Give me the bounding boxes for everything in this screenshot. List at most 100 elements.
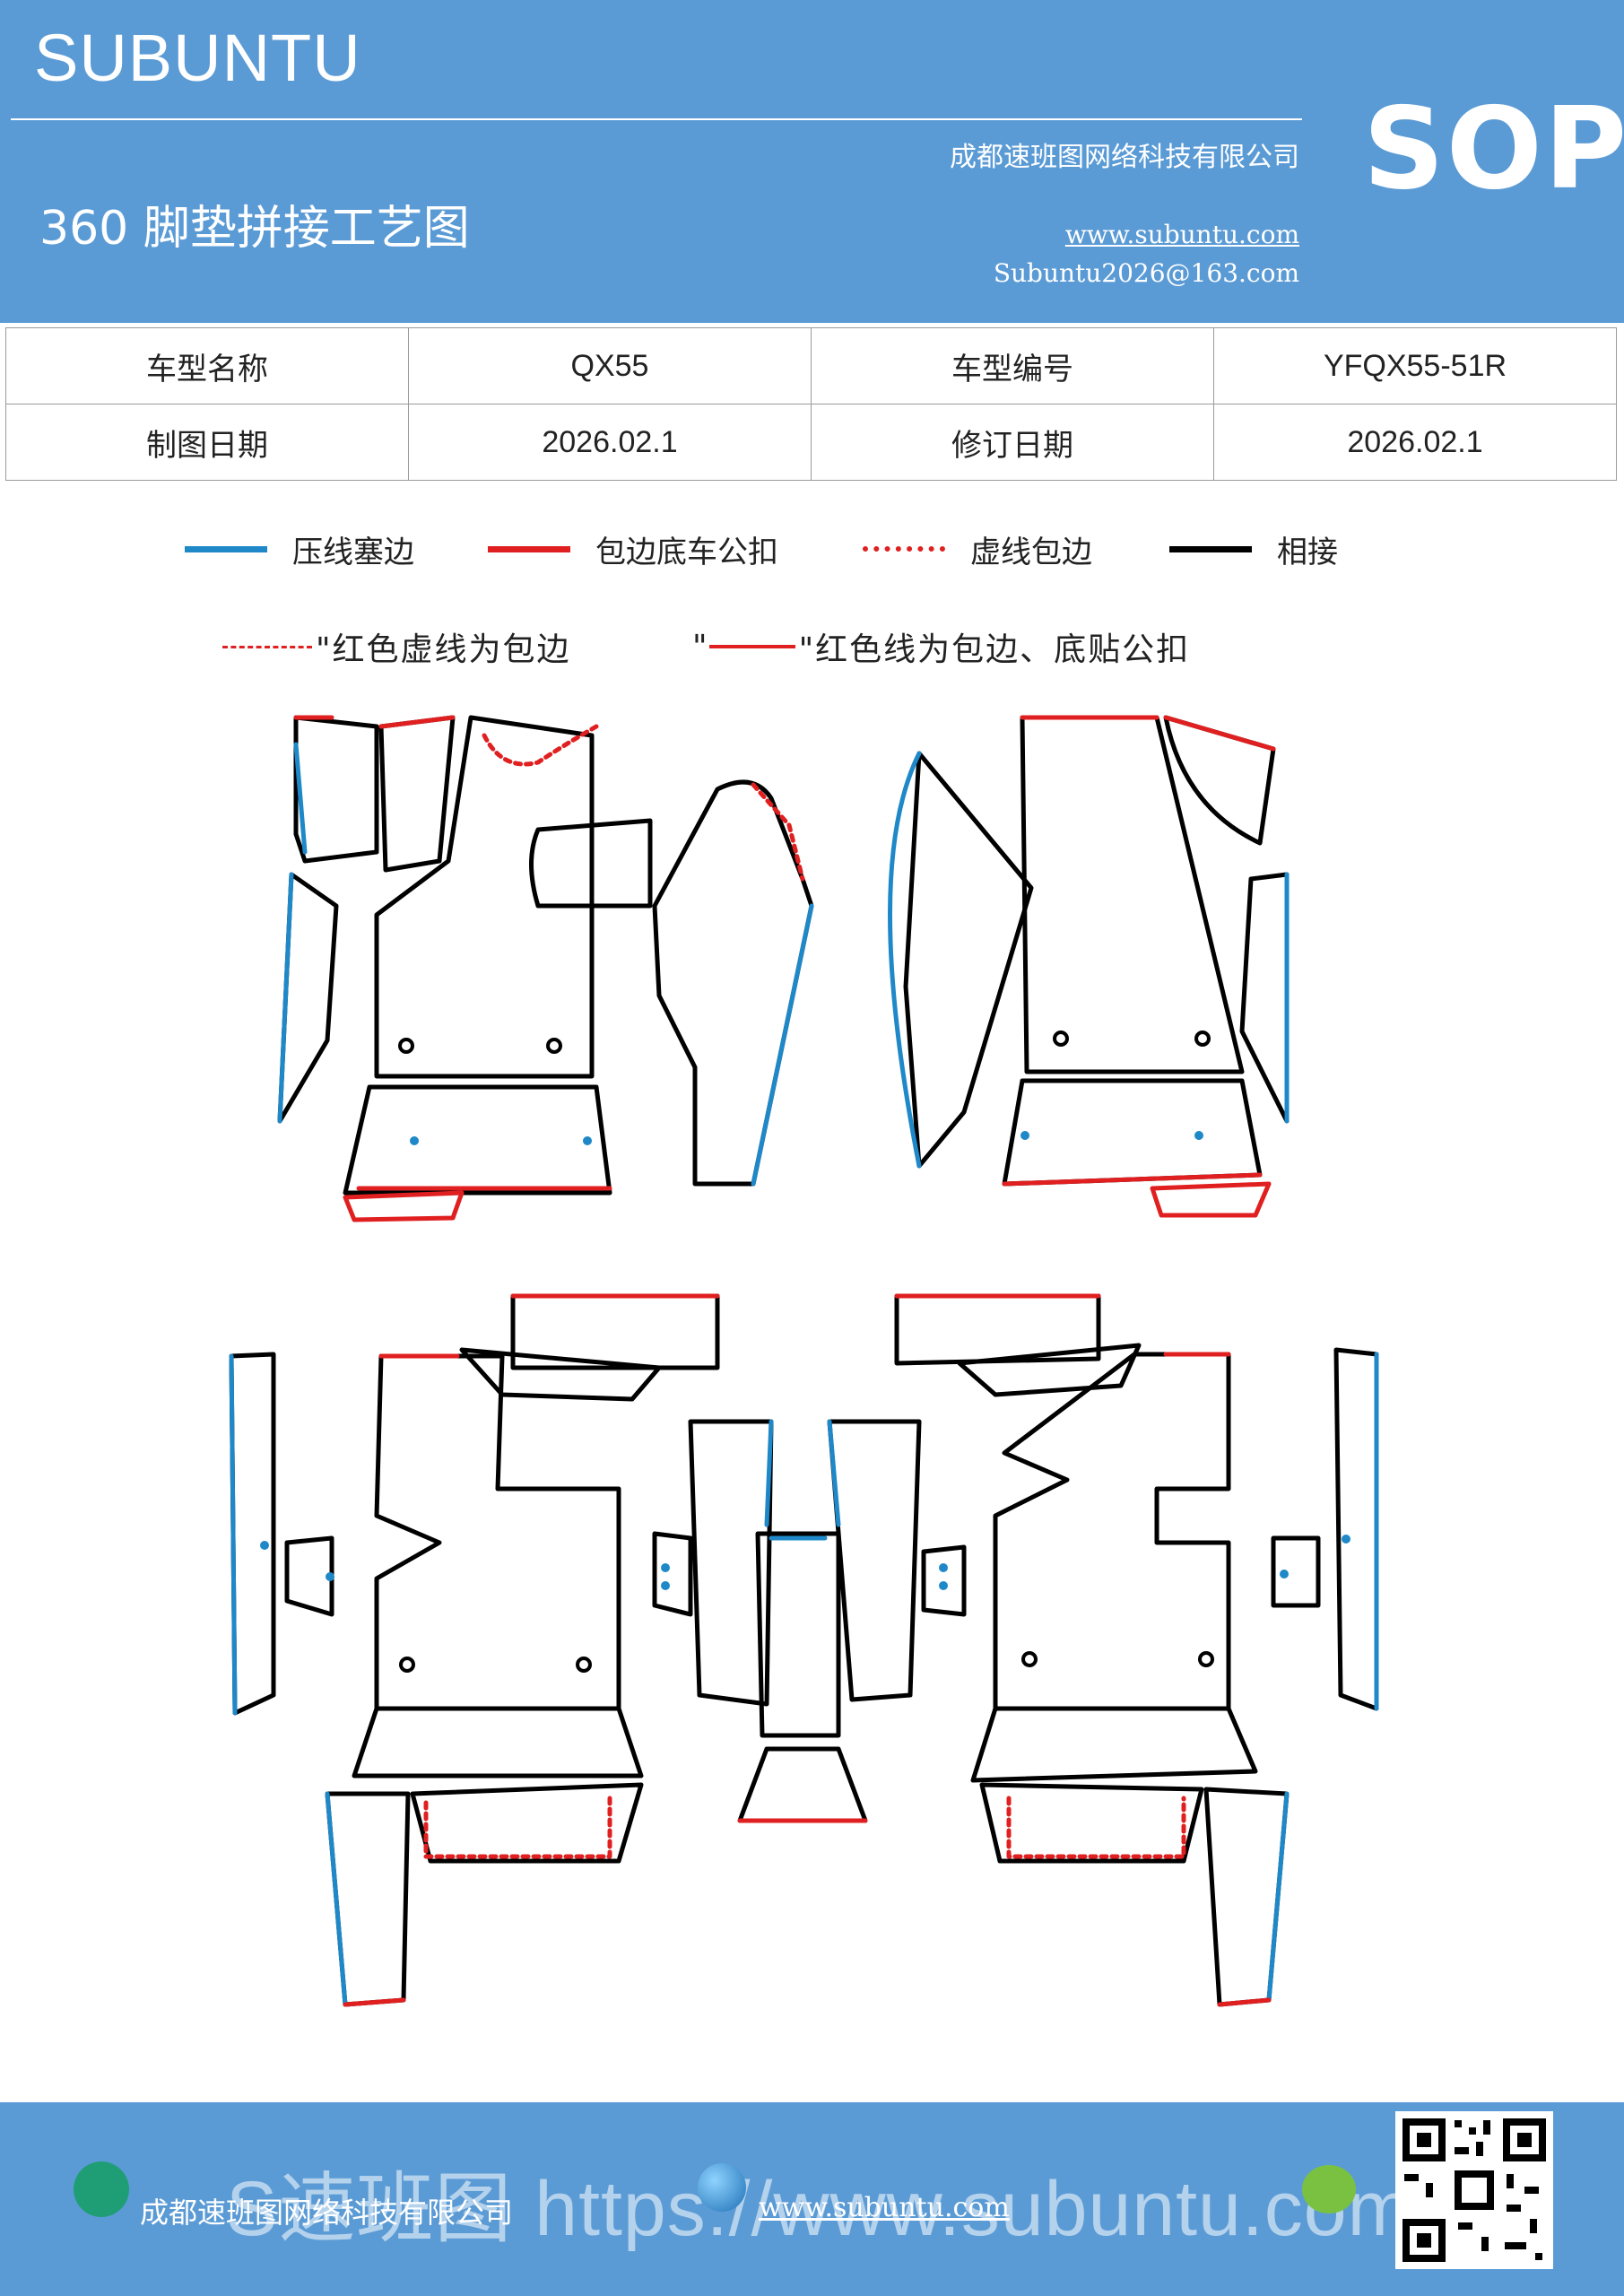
mat-hole	[1021, 1651, 1038, 1667]
mat-hole-blue	[1342, 1535, 1350, 1544]
footer-watermark: S速班图 https://www.subuntu.com	[226, 2166, 1413, 2252]
mat-piece	[325, 1791, 411, 2007]
mat-piece	[284, 1535, 334, 1617]
legend-item-red: 包边底车公扣	[488, 531, 778, 570]
mat-hole-blue	[661, 1563, 670, 1572]
mat-piece	[1020, 715, 1245, 1074]
label-revision-date: 修订日期	[811, 404, 1214, 481]
mat-edge-red	[343, 1997, 406, 2007]
table-row: 车型名称 QX55 车型编号 YFQX55-51R	[5, 327, 1617, 404]
mat-piece	[343, 1190, 465, 1222]
mat-piece	[1002, 1078, 1263, 1187]
mat-piece	[1271, 1535, 1321, 1608]
mat-edge-red-dotted	[482, 724, 599, 767]
mat-piece	[459, 1347, 662, 1402]
legend-label: 相接	[1277, 534, 1338, 570]
wechat-icon	[1302, 2165, 1356, 2213]
mat-piece	[1333, 1347, 1379, 1711]
label-model-name: 车型名称	[5, 327, 409, 404]
mat-piece	[1150, 1181, 1272, 1218]
mat-piece	[957, 1343, 1142, 1397]
legend-swatch-red	[488, 545, 570, 552]
mat-piece	[293, 715, 379, 864]
mat-piece	[827, 1419, 922, 1702]
legend-label: 虚线包边	[970, 534, 1092, 570]
mat-edge-blue	[888, 751, 922, 1169]
mat-piece	[921, 1544, 967, 1617]
note-text: "红色虚线为包边	[316, 631, 571, 668]
value-model-code: YFQX55-51R	[1213, 327, 1617, 404]
globe-icon	[698, 2163, 746, 2212]
note-quote: "	[692, 628, 709, 665]
floor-mat-diagram	[229, 715, 1379, 2007]
mat-piece	[652, 1531, 693, 1617]
mat-hole	[399, 1657, 415, 1673]
mat-piece	[688, 1419, 774, 1707]
mat-edge-blue	[293, 742, 308, 855]
value-draw-date: 2026.02.1	[408, 404, 812, 481]
legend-swatch-black	[1169, 545, 1252, 552]
mat-piece	[352, 1706, 644, 1779]
footer-website-link[interactable]: www.subuntu.com	[759, 2192, 1010, 2223]
legend-item-blue: 压线塞边	[185, 531, 414, 570]
qr-code	[1395, 2111, 1553, 2269]
mat-edge-red	[378, 715, 456, 729]
value-revision-date: 2026.02.1	[1213, 404, 1617, 481]
mat-hole-blue	[661, 1581, 670, 1590]
mat-hole-blue	[939, 1581, 948, 1590]
mat-edge-red	[1002, 1172, 1263, 1187]
mat-edge-red	[1217, 1997, 1272, 2007]
mat-piece	[343, 1084, 612, 1196]
mat-hole	[1198, 1651, 1214, 1667]
mat-edge-red	[1163, 715, 1276, 752]
page-title: 360 脚垫拼接工艺图	[39, 202, 470, 256]
mat-hole-blue	[583, 1136, 592, 1145]
value-model-name: QX55	[408, 327, 812, 404]
note-dashed: "红色虚线为包边	[222, 623, 571, 670]
mat-edge-blue	[325, 1791, 348, 2007]
mat-hole-blue	[326, 1572, 334, 1581]
sop-badge: SOP	[1363, 83, 1624, 214]
mat-piece	[1239, 872, 1290, 1124]
mat-edge-blue	[277, 872, 294, 1124]
table-row: 制图日期 2026.02.1 修订日期 2026.02.1	[5, 404, 1617, 481]
mat-hole	[398, 1038, 414, 1054]
website-link[interactable]: www.subuntu.com	[1064, 220, 1299, 249]
legend-item-black: 相接	[1169, 531, 1338, 570]
mat-piece	[979, 1782, 1204, 1864]
mat-edge-blue	[751, 903, 814, 1187]
note-solid-sample	[708, 645, 795, 648]
mat-piece	[970, 1706, 1258, 1783]
mat-piece	[378, 715, 456, 873]
note-text: "红色线为包边、底贴公扣	[798, 631, 1191, 668]
mat-hole	[546, 1038, 562, 1054]
email-text: Subuntu2026@163.com	[993, 258, 1299, 288]
mat-piece	[410, 1782, 644, 1864]
mat-hole	[1053, 1031, 1069, 1047]
mat-piece	[652, 779, 814, 1187]
legend-swatch-red-dotted	[863, 546, 945, 552]
mat-piece	[755, 1531, 841, 1738]
mat-hole	[576, 1657, 592, 1673]
mat-edge-red-dotted	[1006, 1796, 1186, 1859]
mat-edge-blue	[1266, 1791, 1290, 2003]
mat-hole-blue	[1194, 1131, 1203, 1140]
mat-piece	[1163, 715, 1276, 846]
mat-edge-blue	[229, 1353, 238, 1716]
mat-edge-blue	[764, 1419, 774, 1527]
mat-hole	[1194, 1031, 1211, 1047]
vehicle-info-table: 车型名称 QX55 车型编号 YFQX55-51R 制图日期 2026.02.1…	[5, 327, 1617, 481]
note-dash-sample	[222, 645, 312, 648]
label-model-code: 车型编号	[811, 327, 1214, 404]
mat-piece	[903, 751, 1034, 1169]
mat-edge-red-dotted	[751, 782, 805, 882]
legend-label: 包边底车公扣	[595, 534, 778, 570]
mat-hole-blue	[410, 1136, 419, 1145]
brand-logo-text: SUBUNTU	[34, 21, 361, 95]
mat-edge-blue	[827, 1419, 841, 1527]
header-banner	[0, 0, 1624, 323]
home-icon	[74, 2161, 129, 2217]
legend-swatch-blue	[185, 545, 267, 552]
mat-piece	[229, 1352, 276, 1716]
legend-item-red-dotted: 虚线包边	[863, 531, 1092, 570]
